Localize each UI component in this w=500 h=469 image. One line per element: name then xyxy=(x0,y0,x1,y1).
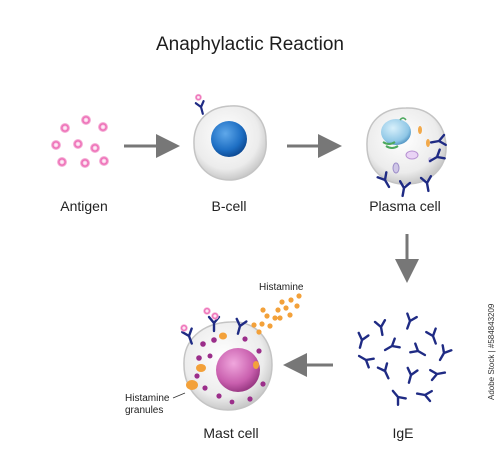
label-ige: IgE xyxy=(392,425,414,441)
bcell-nucleus xyxy=(211,121,247,157)
label-bcell: B-cell xyxy=(211,198,247,214)
bcell-receptor-antibody xyxy=(194,93,208,116)
antigen-cluster xyxy=(51,115,109,168)
ige-antibodies xyxy=(353,312,453,407)
plasma-cell xyxy=(366,107,447,198)
histamine-granules xyxy=(186,332,259,390)
plasma-nucleus xyxy=(381,119,411,145)
mast-nucleus xyxy=(216,348,260,392)
mast-cell xyxy=(172,293,302,411)
watermark: Adobe Stock | #584843209 xyxy=(487,303,496,400)
bcell xyxy=(193,93,267,181)
released-histamine xyxy=(251,293,302,335)
label-plasma-cell: Plasma cell xyxy=(369,198,441,214)
label-mast-cell: Mast cell xyxy=(203,425,259,441)
page-title: Anaphylactic Reaction xyxy=(156,34,344,55)
mast-bound-ige xyxy=(180,307,248,347)
label-histamine-granules-1: Histamine xyxy=(125,393,170,404)
label-histamine: Histamine xyxy=(259,282,304,293)
histamine-granules-pointer xyxy=(172,392,186,399)
label-antigen: Antigen xyxy=(60,198,108,214)
label-histamine-granules-2: granules xyxy=(125,405,164,416)
